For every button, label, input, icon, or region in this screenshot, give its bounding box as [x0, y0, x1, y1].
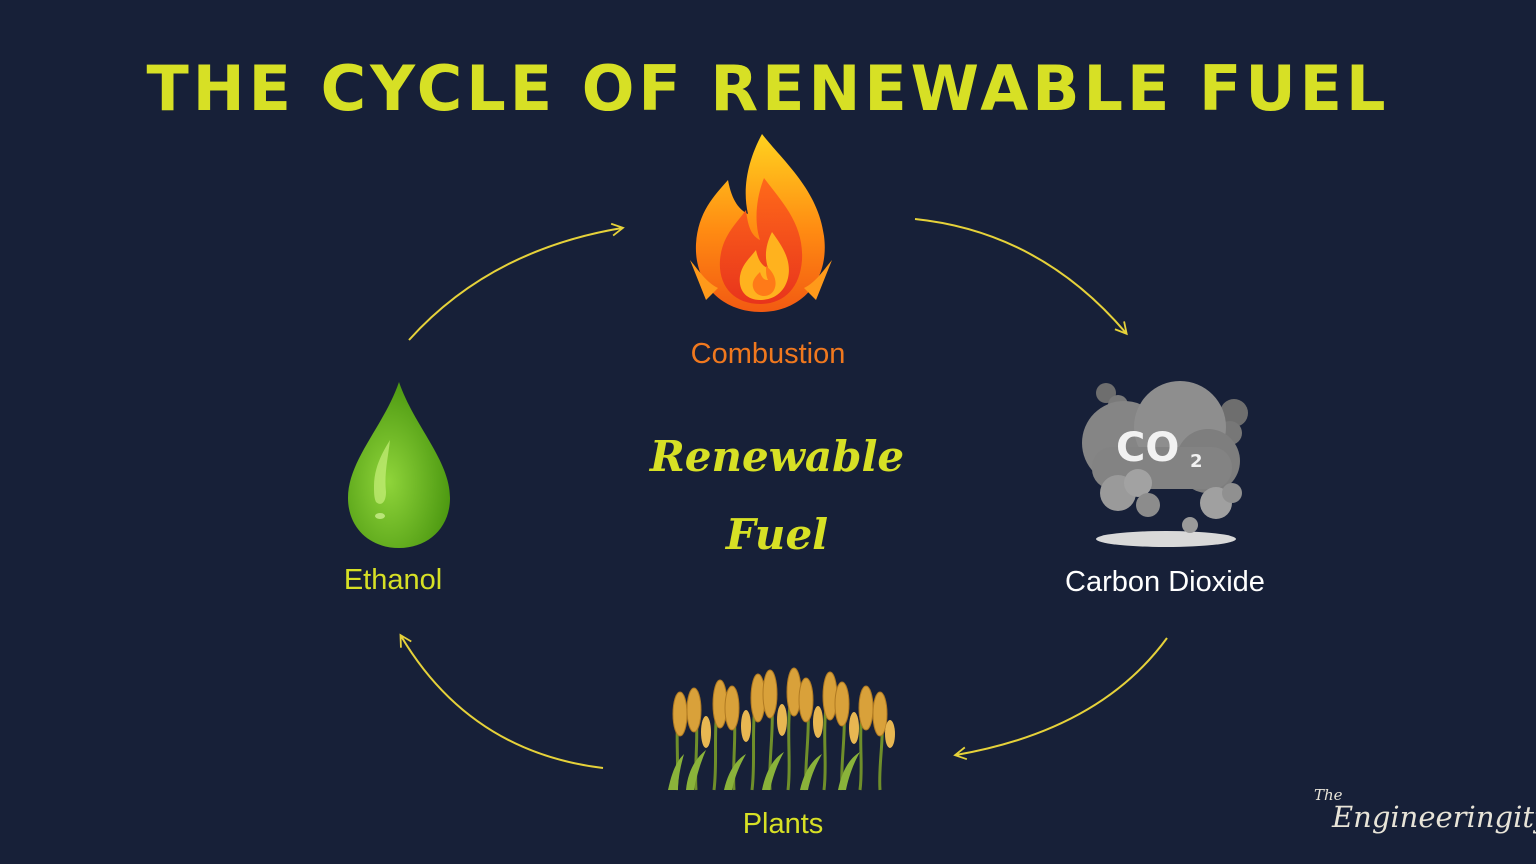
node-label-plants: Plants — [742, 808, 824, 840]
green-drop-icon — [348, 382, 450, 548]
node-label-combustion: Combustion — [690, 338, 846, 370]
wheat-plants-icon — [668, 667, 895, 791]
page-title: The Cycle of Renewable Fuel — [146, 52, 1390, 125]
co2-subscript: 2 — [1190, 451, 1203, 472]
brand-watermark: The Engineeringity — [1312, 786, 1536, 846]
center-label-line2: Fuel — [725, 510, 829, 559]
center-label-line1: Renewable — [649, 432, 905, 481]
brand-name: Engineeringity — [1332, 800, 1536, 834]
node-label-carbon-dioxide: Carbon Dioxide — [1065, 566, 1265, 598]
co2-symbol: CO — [1116, 425, 1179, 471]
co2-cloud-icon: CO 2 — [1082, 381, 1248, 547]
arrow-plants-to-ethanol — [399, 633, 604, 769]
arrow-co2-to-plants — [953, 637, 1168, 761]
node-label-ethanol: Ethanol — [343, 564, 443, 596]
arrow-combustion-to-co2 — [914, 218, 1128, 336]
flame-icon — [690, 134, 832, 312]
arrow-ethanol-to-combustion — [408, 222, 625, 341]
brand-small-text: The — [1314, 786, 1343, 804]
